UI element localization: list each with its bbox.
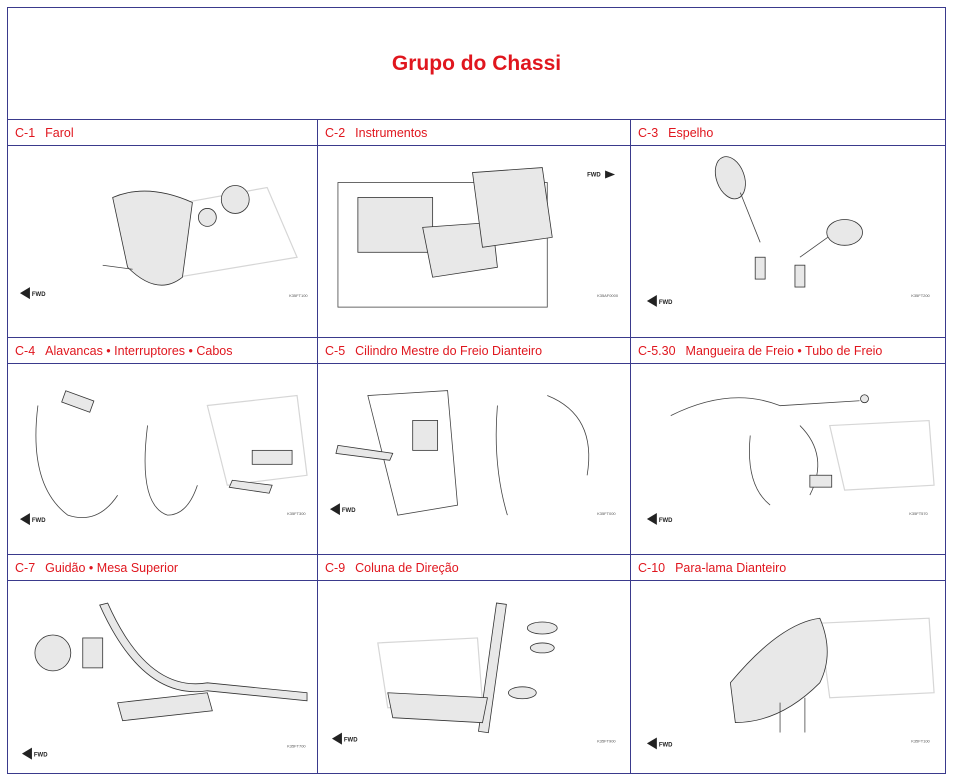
- brake-hose-diagram: FWD K35FT570: [646, 394, 935, 525]
- levers-diagram: FWD K35FT300: [19, 389, 308, 525]
- svg-text:K35FT900: K35FT900: [597, 739, 616, 744]
- section-diagram[interactable]: FWD K35FT300: [8, 364, 317, 555]
- svg-text:FWD: FWD: [587, 173, 601, 179]
- fwd-arrow-icon: FWD: [19, 512, 46, 525]
- mirror-diagram: FWD K35FT200: [646, 156, 931, 307]
- section-diagram[interactable]: FWD K35FT570: [631, 364, 945, 555]
- fwd-arrow-icon: FWD: [329, 502, 356, 515]
- svg-text:FWD: FWD: [659, 743, 673, 749]
- master-cylinder-diagram: FWD K35FT000: [329, 389, 616, 516]
- fwd-arrow-icon: FWD: [646, 737, 673, 750]
- svg-text:FWD: FWD: [32, 518, 46, 524]
- section-diagram[interactable]: FWD K35FT100: [8, 146, 317, 337]
- svg-text:K35FT100: K35FT100: [911, 739, 930, 744]
- page-header: Grupo do Chassi: [8, 8, 945, 120]
- svg-text:FWD: FWD: [342, 508, 356, 514]
- fwd-arrow-icon: FWD: [646, 294, 673, 307]
- page-title: Grupo do Chassi: [391, 51, 562, 75]
- svg-text:FWD: FWD: [659, 518, 673, 524]
- svg-text:K35FT000: K35FT000: [597, 511, 616, 516]
- fwd-arrow-icon: FWD: [331, 732, 358, 745]
- svg-text:FWD: FWD: [32, 292, 46, 298]
- headlight-diagram: FWD K35FT100: [19, 185, 308, 300]
- svg-text:FWD: FWD: [34, 753, 48, 759]
- svg-text:K35FT200: K35FT200: [911, 293, 930, 298]
- section-diagram[interactable]: FWD K35FT000: [318, 364, 630, 555]
- section-diagram[interactable]: FWD K35FT900: [318, 581, 630, 773]
- svg-text:K35FT300: K35FT300: [287, 511, 306, 516]
- section-diagram[interactable]: FWD K35FT700: [8, 581, 317, 773]
- section-diagram[interactable]: FWD K35FT100: [631, 581, 945, 773]
- section-diagram[interactable]: FWD K35FT200: [631, 146, 945, 337]
- svg-text:FWD: FWD: [344, 738, 358, 744]
- svg-text:K35FT700: K35FT700: [287, 744, 306, 749]
- fwd-arrow-icon: FWD: [19, 287, 46, 300]
- svg-text:K35FT570: K35FT570: [909, 511, 928, 516]
- svg-text:K35AF0000: K35AF0000: [597, 293, 619, 298]
- handlebar-diagram: FWD K35FT700: [21, 602, 308, 760]
- fwd-arrow-icon: FWD: [21, 747, 48, 760]
- svg-text:FWD: FWD: [659, 300, 673, 306]
- section-diagram[interactable]: FWD K35AF0000: [318, 146, 630, 337]
- svg-text:K35FT100: K35FT100: [289, 293, 308, 298]
- fwd-arrow-icon: FWD: [587, 170, 616, 179]
- fwd-arrow-icon: FWD: [646, 512, 673, 525]
- instruments-diagram: FWD K35AF0000: [337, 167, 619, 308]
- fender-diagram: FWD K35FT100: [646, 617, 935, 750]
- steering-column-diagram: FWD K35FT900: [331, 602, 616, 745]
